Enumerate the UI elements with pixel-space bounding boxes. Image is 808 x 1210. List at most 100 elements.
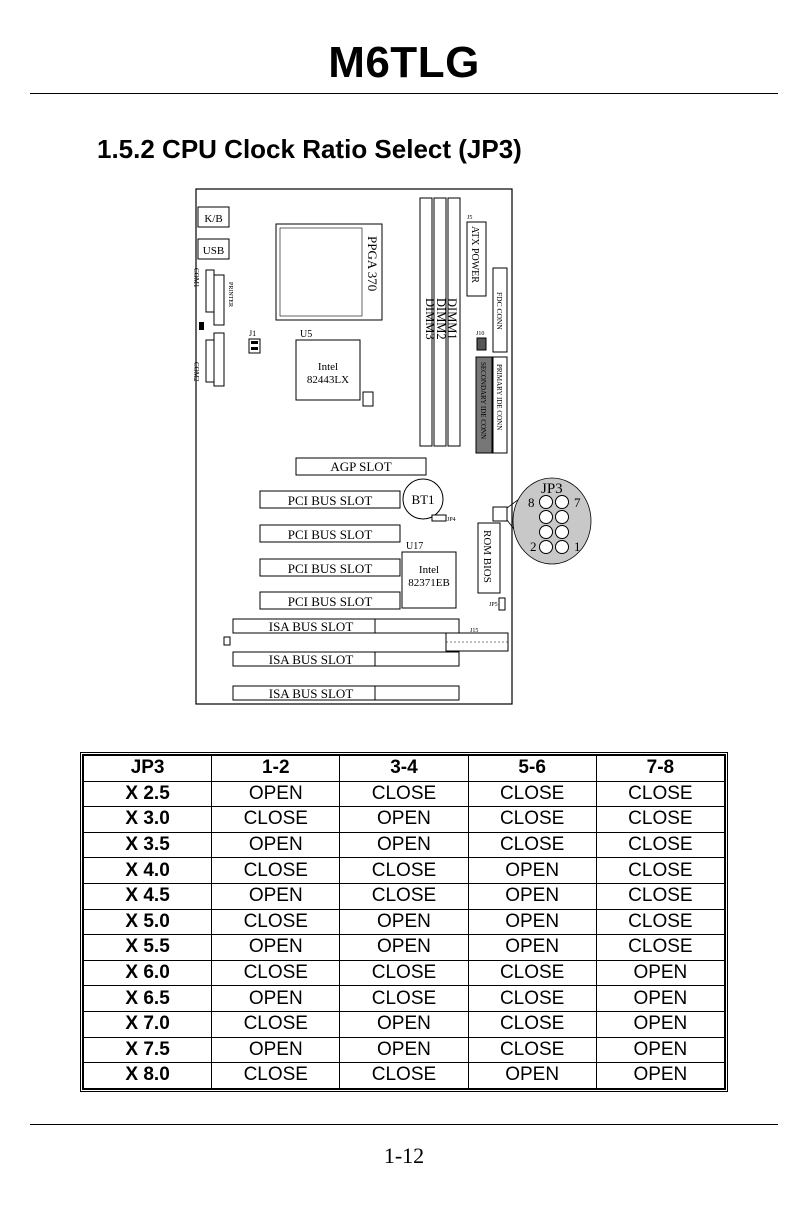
jumper-state-cell: OPEN — [339, 934, 469, 961]
jp3-pin — [555, 510, 569, 524]
jumper-state-cell: CLOSE — [467, 806, 597, 833]
table-header-cell: 7-8 — [595, 755, 726, 782]
table-header-row: JP3 1-2 3-4 5-6 7-8 — [82, 755, 726, 782]
jumper-state-cell: OPEN — [467, 857, 597, 884]
rom-bios-label: ROM BIOS — [481, 530, 493, 583]
ratio-cell: X 4.0 — [82, 857, 213, 884]
jumper-state-cell: OPEN — [467, 882, 597, 910]
ratio-cell: X 7.5 — [82, 1036, 213, 1064]
jumper-state-cell: CLOSE — [595, 831, 726, 859]
jp5-jumper — [498, 597, 506, 611]
jumper-state-cell: OPEN — [595, 959, 726, 987]
dimm1-slot — [419, 197, 433, 447]
dimm3-label: DIMM3 — [423, 298, 437, 340]
com1-port — [205, 269, 215, 313]
j1-label: J1 — [249, 329, 256, 338]
com2-label: COM2 — [192, 362, 200, 382]
jp2-jumper — [362, 391, 374, 407]
usb-connector — [197, 238, 230, 260]
ratio-cell: X 3.5 — [82, 831, 213, 859]
jp3-pin — [539, 540, 553, 554]
jumper-state-cell: CLOSE — [339, 780, 469, 808]
table-header-cell: 1-2 — [211, 755, 341, 782]
jumper-state-cell: CLOSE — [339, 882, 469, 910]
jumper-state-cell: CLOSE — [211, 1010, 341, 1038]
com2-port — [205, 339, 215, 383]
pci-slot-1 — [259, 490, 401, 509]
primary-ide-connector — [492, 356, 508, 454]
jumper-state-cell: CLOSE — [211, 908, 341, 936]
jp3-pin7-label: 7 — [574, 495, 581, 510]
atx-power-label: ATX POWER — [469, 226, 480, 283]
jumper-state-cell: CLOSE — [595, 908, 726, 936]
pci-slot-1-label: PCI BUS SLOT — [288, 493, 373, 508]
jumper-state-cell: CLOSE — [467, 1036, 597, 1064]
jumper-state-cell: CLOSE — [339, 985, 469, 1012]
jp4-jumper — [431, 514, 447, 522]
agp-label: AGP SLOT — [330, 459, 391, 474]
u5-chip-line1: Intel — [318, 361, 338, 373]
ratio-cell: X 3.0 — [82, 806, 213, 833]
jumper-state-cell: CLOSE — [467, 780, 597, 808]
jumper-state-cell: OPEN — [339, 908, 469, 936]
pci-slot-4 — [259, 591, 401, 610]
rom-bios-chip — [477, 522, 501, 594]
isa-slot-2 — [232, 651, 460, 667]
com1-label: COM1 — [192, 268, 200, 288]
jumper-state-cell: CLOSE — [467, 959, 597, 987]
jumper-state-cell: OPEN — [595, 1036, 726, 1064]
jp3-pin8-label: 8 — [528, 495, 535, 510]
pci-slot-2 — [259, 524, 401, 543]
table-header-cell: 3-4 — [339, 755, 469, 782]
jumper-state-cell: OPEN — [339, 831, 469, 859]
cpu-socket-inner — [279, 227, 363, 317]
agp-slot — [295, 457, 427, 476]
usb-label: USB — [203, 245, 224, 257]
u5-label: U5 — [300, 329, 312, 340]
secondary-ide-connector — [475, 356, 493, 454]
jp3-callout-bubble — [512, 477, 592, 565]
jumper-state-cell: CLOSE — [339, 959, 469, 987]
jp3-pin — [555, 525, 569, 539]
jp3-pin-grid — [539, 495, 569, 554]
jumper-state-cell: CLOSE — [595, 806, 726, 833]
bt1-label: BT1 — [411, 492, 434, 507]
jumper-state-cell: OPEN — [467, 1062, 597, 1089]
jumper-state-cell: OPEN — [211, 985, 341, 1012]
j5-label: J5 — [467, 215, 472, 221]
jp3-pin2-label: 2 — [530, 539, 537, 554]
table-header-cell: JP3 — [82, 755, 213, 782]
jumper-state-cell: CLOSE — [595, 780, 726, 808]
jumper-state-cell: CLOSE — [211, 959, 341, 987]
fdc-connector — [492, 267, 508, 353]
jp3-callout-label: JP3 — [541, 481, 563, 497]
jumper-state-cell: OPEN — [595, 985, 726, 1012]
primary-ide-label: PRIMARY IDE CONN — [495, 364, 503, 430]
dimm3-slot — [447, 197, 461, 447]
divider-block — [199, 322, 204, 330]
jp5-label: JP5 — [489, 602, 498, 608]
j15-label: J15 — [470, 628, 478, 634]
j1-jumper — [248, 338, 261, 354]
footer-divider — [30, 1124, 778, 1125]
pci-slot-3 — [259, 558, 401, 577]
atx-power-connector — [466, 221, 487, 297]
printer-label: PRINTER — [227, 282, 233, 307]
jumper-state-cell: CLOSE — [211, 1062, 341, 1089]
jumper-state-cell: CLOSE — [595, 857, 726, 884]
jumper-state-cell: CLOSE — [339, 1062, 469, 1089]
isa-slot-1 — [232, 618, 460, 634]
u5-chip — [295, 339, 361, 401]
jumper-state-cell: OPEN — [211, 780, 341, 808]
